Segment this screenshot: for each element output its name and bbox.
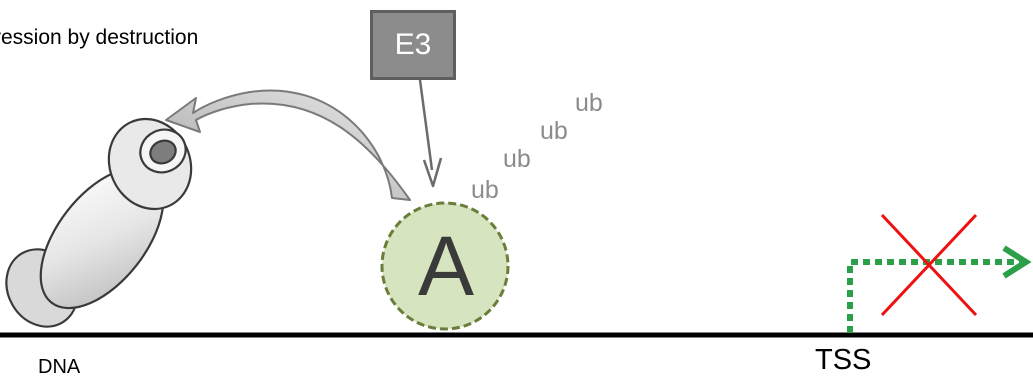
transcription-arrowhead <box>1002 245 1032 279</box>
block-cross-icon <box>880 213 978 317</box>
dna-label: DNA <box>38 356 81 378</box>
ubiquitin-label: ub <box>503 145 531 173</box>
ubiquitin-label: ub <box>575 89 603 117</box>
ubiquitin-label: ub <box>540 117 568 145</box>
e3-ligase-box: E3 <box>370 10 456 80</box>
ubiquitin-label: ub <box>471 176 499 204</box>
tss-label: TSS <box>815 344 872 376</box>
e3-label: E3 <box>394 28 432 61</box>
degradation-arrow <box>165 89 411 201</box>
diagram-title: ression by destruction <box>0 26 199 49</box>
protein-a-circle <box>380 201 510 331</box>
transcription-arrow <box>847 259 1020 333</box>
e3-arrow <box>418 79 443 188</box>
proteasome-icon <box>5 117 193 328</box>
protein-a-label: A <box>417 218 475 313</box>
